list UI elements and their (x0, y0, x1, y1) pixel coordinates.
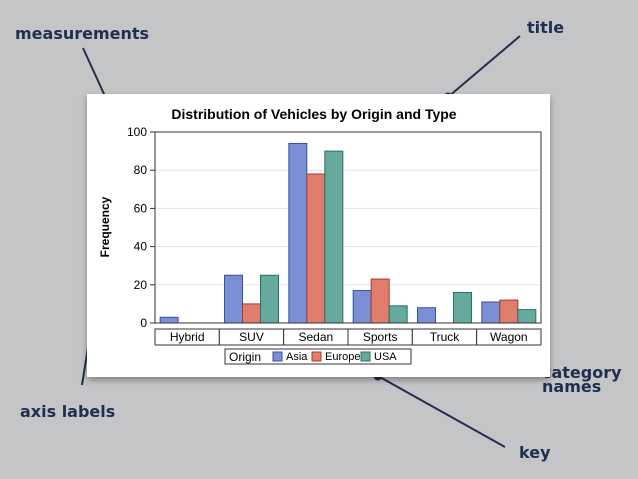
category-label: SUV (239, 330, 264, 344)
y-tick-label: 80 (134, 163, 148, 177)
legend-swatch-asia (272, 351, 283, 362)
y-axis-label: Frequency (98, 196, 112, 257)
measurements-callout: measurements (15, 24, 150, 43)
plot-frame (154, 131, 542, 324)
chart-card: Distribution of Vehicles by Origin and T… (87, 94, 550, 377)
category-label: Truck (430, 330, 461, 344)
bar-usa-wagon (517, 309, 537, 324)
category-label: Sedan (298, 330, 333, 344)
legend-swatch-usa (360, 351, 371, 362)
category-label: Hybrid (170, 330, 205, 344)
key-callout: key (519, 443, 551, 462)
category-cell (476, 328, 542, 346)
bar-europe-suv (242, 303, 261, 324)
bar-usa-suv (260, 274, 279, 324)
bar-asia-hybrid (159, 316, 179, 324)
category-names-callout: category names (542, 363, 622, 396)
y-tick-label: 40 (134, 240, 148, 254)
axis-labels-callout: axis labels (20, 402, 116, 421)
bar-asia-sports (352, 290, 372, 324)
bar-europe-sports (370, 278, 390, 324)
gridlines (155, 131, 541, 324)
bar-asia-truck (417, 307, 436, 324)
y-tick-label: 20 (134, 278, 148, 292)
title-leader-line (447, 35, 521, 98)
legend-title: Origin (229, 350, 261, 364)
bar-europe-sedan (306, 173, 326, 324)
bar-europe-wagon (499, 299, 519, 324)
bar-usa-truck (453, 291, 472, 324)
y-tick-label: 60 (134, 201, 148, 215)
key-leader-line (377, 375, 506, 448)
bar-asia-suv (224, 274, 243, 324)
y-tick-label: 0 (140, 316, 147, 330)
bars (159, 142, 537, 324)
bar-chart: Distribution of Vehicles by Origin and T… (98, 106, 542, 365)
legend-label-europe: Europe (325, 351, 360, 363)
chart-title: Distribution of Vehicles by Origin and T… (171, 106, 456, 122)
legend: Origin Asia Europe USA (224, 348, 412, 365)
y-axis-ticks: 0 20 40 60 80 100 (127, 125, 155, 330)
y-tick-label: 100 (127, 125, 147, 139)
bar-asia-wagon (481, 301, 501, 324)
title-callout: title (527, 18, 565, 37)
bar-usa-sports (388, 305, 408, 324)
category-label: Wagon (490, 330, 528, 344)
legend-swatch-europe (311, 351, 322, 362)
bar-asia-sedan (288, 142, 308, 324)
bar-usa-sedan (324, 150, 344, 324)
legend-label-usa: USA (374, 351, 397, 363)
category-label: Sports (363, 330, 398, 344)
category-axis: Hybrid SUV Sedan Sports Truck Wagon (154, 328, 542, 346)
legend-label-asia: Asia (286, 351, 308, 363)
